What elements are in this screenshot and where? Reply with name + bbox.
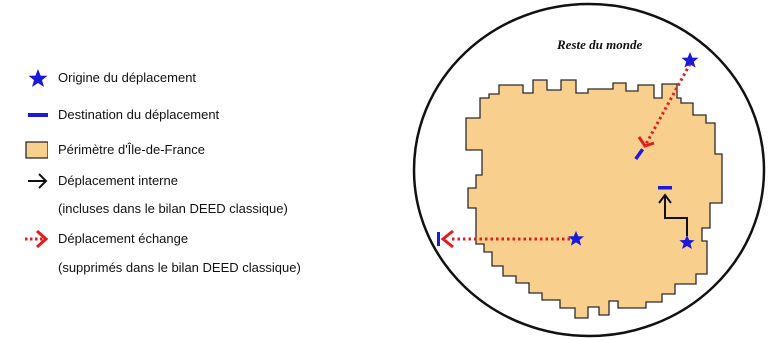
legend-exchange-label: Déplacement échange	[58, 231, 189, 246]
star-icon	[28, 69, 48, 87]
legend: Origine du déplacement Destination du dé…	[25, 69, 301, 275]
exchange-trip-incoming-line	[644, 63, 692, 145]
legend-internal-label: Déplacement interne	[58, 173, 178, 188]
map-diagram: Reste du monde	[412, 2, 766, 338]
perimeter-swatch-icon	[25, 141, 48, 159]
exchange-trip-incoming-arrowhead	[637, 136, 655, 148]
legend-origin-label: Origine du déplacement	[58, 70, 197, 85]
black-arrow-icon	[28, 173, 48, 189]
origin-star-outside	[681, 52, 699, 68]
origin-star-internal	[679, 235, 695, 249]
origin-star-inside-left	[568, 231, 584, 246]
exchange-trip-outgoing-arrowhead	[440, 229, 454, 249]
internal-trip-arrowhead	[658, 193, 672, 204]
destination-bar-outside	[437, 232, 440, 246]
legend-perimeter-label: Périmètre d'Île-de-France	[58, 142, 205, 157]
red-dotted-arrow-icon	[25, 229, 48, 249]
legend-destination-label: Destination du déplacement	[58, 107, 220, 122]
internal-trip-line	[664, 196, 688, 236]
legend-internal-note-label: (incluses dans le bilan DEED classique)	[58, 201, 288, 216]
ile-de-france-perimeter	[465, 79, 723, 319]
destination-bar-inside	[634, 148, 645, 161]
destination-bar-icon	[28, 113, 48, 117]
outside-world-label: Reste du monde	[556, 37, 642, 52]
legend-exchange-note-label: (supprimés dans le bilan DEED classique)	[58, 260, 301, 275]
destination-bar-internal	[658, 186, 672, 190]
